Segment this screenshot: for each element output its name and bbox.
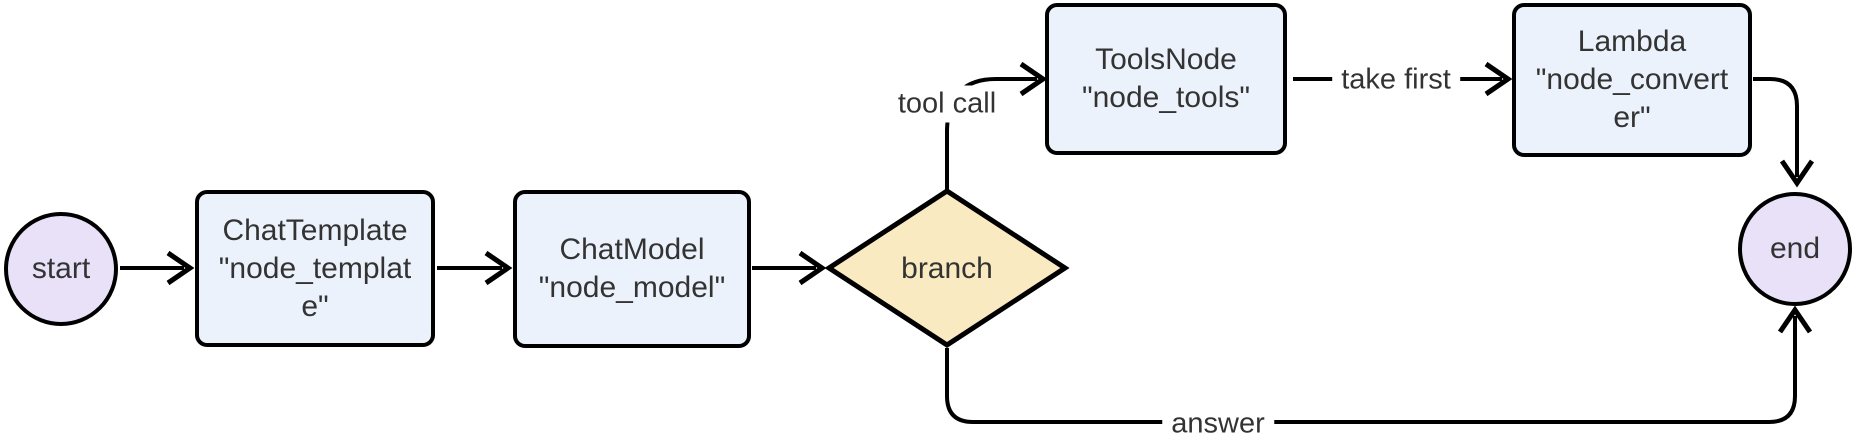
node-end-label: end [1769, 232, 1821, 265]
node-chat-template-line-2: "node_templat [218, 251, 412, 285]
arrowhead-branch-end [1777, 305, 1813, 334]
edge-lambda-end [1753, 77, 1799, 177]
edge-label-tool-call: tool call [888, 85, 1006, 123]
node-tools-node-line-2: "node_tools" [1081, 81, 1251, 114]
edge-label-take-first: take first [1332, 61, 1460, 99]
node-lambda-line-3: er" [1613, 101, 1651, 134]
node-chat-model-line-2: "node_model" [538, 271, 726, 304]
arrowhead-branch-toolsnode [1019, 61, 1048, 97]
edge-label-answer: answer [1162, 405, 1274, 440]
node-chat-model-line-1: ChatModel [559, 233, 705, 266]
node-chat-template: ChatTemplate "node_templat e" [195, 190, 435, 347]
node-branch-label: branch [901, 252, 993, 285]
node-lambda: Lambda "node_convert er" [1512, 3, 1752, 157]
arrowhead-start-chattemplate [166, 250, 195, 286]
arrowhead-lambda-end [1779, 159, 1815, 188]
node-tools-node: ToolsNode "node_tools" [1045, 3, 1287, 155]
node-tools-node-line-1: ToolsNode [1095, 43, 1237, 76]
node-start: start [4, 212, 118, 326]
node-end: end [1738, 192, 1852, 306]
node-branch-diamond [824, 188, 1070, 348]
node-start-label: start [31, 252, 91, 285]
node-lambda-line-2: "node_convert [1535, 63, 1729, 96]
node-chat-template-line-1: ChatTemplate [222, 213, 408, 247]
node-lambda-line-1: Lambda [1577, 25, 1687, 58]
node-chat-model: ChatModel "node_model" [513, 190, 751, 348]
arrowhead-chatmodel-branch [798, 250, 827, 286]
arrowhead-chattemplate-chatmodel [484, 250, 513, 286]
arrowhead-toolsnode-lambda [1484, 61, 1513, 97]
node-chat-template-line-3: e" [301, 289, 329, 323]
edge-branch-end [945, 316, 1797, 424]
